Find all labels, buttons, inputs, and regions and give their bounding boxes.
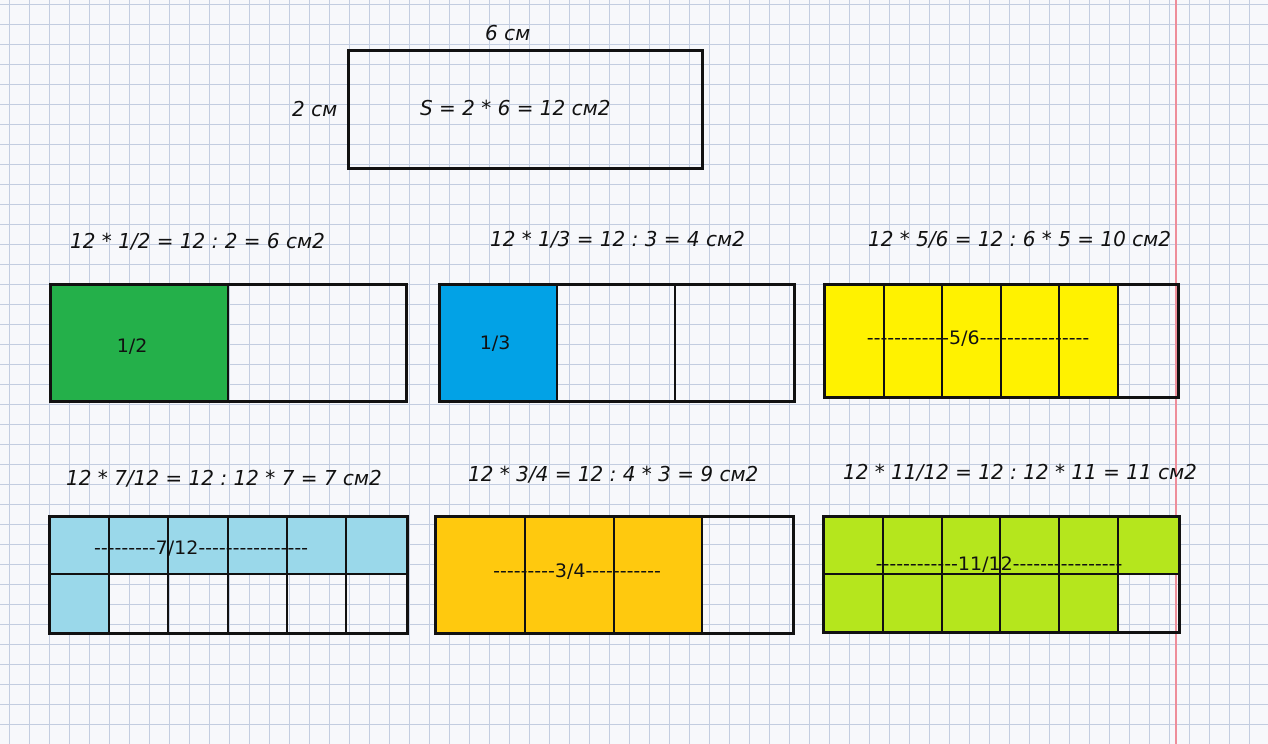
fraction-box-five-sixths [823, 283, 1180, 399]
fraction-box-eleven-twelfths [822, 515, 1181, 634]
filled-cell [228, 518, 288, 575]
fraction-box-seven-twelfths [48, 515, 409, 635]
empty-cell [347, 575, 406, 632]
filled-cell [1060, 286, 1119, 396]
filled-cell [825, 574, 884, 631]
formula-eleven-twelfths: 12 * 11/12 = 12 : 12 * 11 = 11 см2 [843, 460, 1197, 484]
empty-cell [558, 286, 676, 400]
main-rectangle [347, 49, 704, 170]
filled-cell [437, 518, 526, 632]
filled-cell [51, 518, 111, 575]
filled-cell [825, 518, 884, 575]
filled-cell [826, 286, 885, 396]
filled-cell [614, 518, 704, 632]
area-formula: S = 2 * 6 = 12 см2 [420, 96, 611, 120]
filled-cell [441, 286, 559, 400]
formula-three-quarters: 12 * 3/4 = 12 : 4 * 3 = 9 см2 [468, 462, 759, 486]
height-label: 2 см [292, 97, 338, 121]
fraction-box-half [49, 283, 408, 403]
fraction-label-eleven-twelfths: ------------11/12---------------- [875, 553, 1123, 575]
fraction-label-third: 1/3 [479, 332, 511, 354]
formula-half: 12 * 1/2 = 12 : 2 = 6 см2 [70, 229, 325, 253]
filled-cell [525, 518, 615, 632]
filled-cell [943, 286, 1002, 396]
formula-seven-twelfths: 12 * 7/12 = 12 : 12 * 7 = 7 см2 [66, 466, 382, 490]
filled-cell [1001, 574, 1061, 631]
empty-cell [676, 286, 793, 400]
filled-cell [169, 518, 229, 575]
empty-cell [1119, 286, 1178, 396]
filled-cell [942, 518, 1002, 575]
filled-cell [287, 518, 347, 575]
notebook-margin-line [1175, 0, 1177, 744]
fraction-label-three-quarters: ---------3/4----------- [493, 560, 661, 582]
empty-cell [229, 286, 406, 400]
filled-cell [883, 574, 943, 631]
filled-cell [346, 518, 406, 575]
filled-cell [1060, 518, 1120, 575]
formula-five-sixths: 12 * 5/6 = 12 : 6 * 5 = 10 см2 [868, 227, 1171, 251]
filled-cell [1060, 574, 1120, 631]
empty-cell [288, 575, 347, 632]
filled-cell [51, 575, 111, 632]
width-label: 6 см [485, 21, 531, 45]
filled-cell [1119, 518, 1178, 575]
filled-cell [883, 518, 943, 575]
fraction-label-half: 1/2 [116, 335, 148, 357]
empty-cell [703, 518, 792, 632]
fraction-box-three-quarters [434, 515, 795, 635]
empty-cell [169, 575, 229, 632]
filled-cell [884, 286, 943, 396]
filled-cell [942, 574, 1002, 631]
filled-cell [52, 286, 229, 400]
empty-cell [229, 575, 288, 632]
filled-cell [1001, 518, 1061, 575]
filled-cell [110, 518, 170, 575]
empty-cell [1119, 575, 1178, 632]
empty-cell [110, 575, 170, 632]
fraction-label-five-sixths: ------------5/6---------------- [866, 327, 1090, 349]
formula-third: 12 * 1/3 = 12 : 3 = 4 см2 [490, 227, 745, 251]
fraction-box-third [438, 283, 796, 403]
fraction-label-seven-twelfths: ---------7/12---------------- [93, 537, 309, 559]
filled-cell [1001, 286, 1060, 396]
